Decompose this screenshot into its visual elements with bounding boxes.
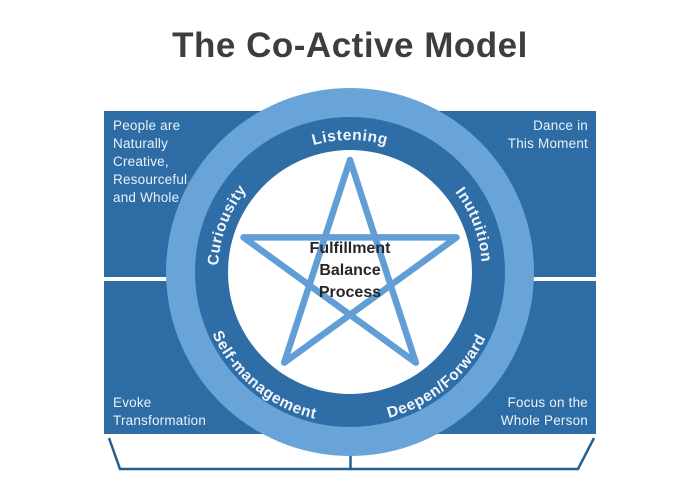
center-circle <box>228 150 472 394</box>
principle-bottom-left: Evoke Transformation <box>113 395 207 428</box>
center-label: Fulfillment Balance Process <box>309 240 391 301</box>
ring-label-listening: Listening <box>310 127 390 149</box>
principle-bottom-right: Focus on the Whole Person <box>500 395 588 428</box>
principle-top-right: Dance in This Moment <box>507 118 588 151</box>
page-title: The Co-Active Model <box>172 26 528 65</box>
principle-top-left: People are Naturally Creative, Resourcef… <box>113 118 192 205</box>
star-outline <box>240 156 460 366</box>
